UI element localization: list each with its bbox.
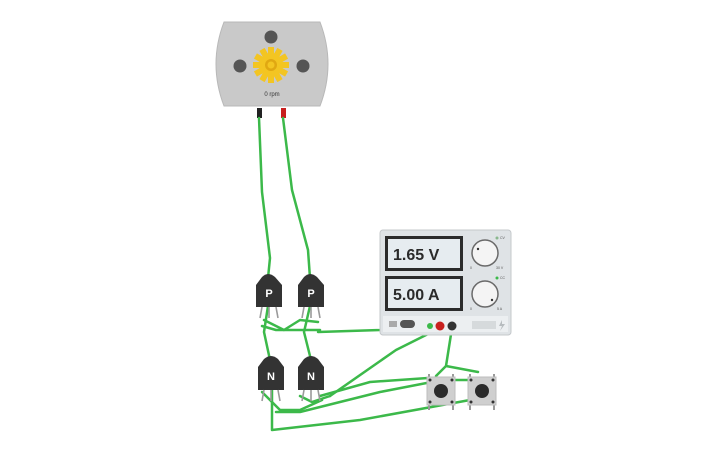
- wire-ptop-right-ntop[interactable]: [302, 304, 313, 362]
- pushbutton-cap[interactable]: [475, 384, 489, 398]
- transistor-type-label: P: [265, 288, 272, 300]
- current-knob-max-label: 5 A: [497, 307, 503, 311]
- motor-speed-label: 0 rpm: [264, 92, 279, 98]
- wire-supply-to-btn[interactable]: [328, 326, 442, 398]
- terminal-ground[interactable]: [427, 323, 433, 329]
- pushbutton-cap[interactable]: [434, 384, 448, 398]
- motor-terminal-black[interactable]: [257, 108, 262, 118]
- voltage-knob[interactable]: [471, 239, 499, 267]
- wire-btn-link[interactable]: [444, 364, 480, 374]
- brand-plate: [472, 321, 496, 329]
- motor-terminal-red[interactable]: [281, 108, 286, 118]
- cv-led: [495, 236, 499, 240]
- dc-motor[interactable]: 0 rpm: [215, 21, 329, 118]
- terminal-negative[interactable]: [447, 321, 457, 331]
- terminal-positive[interactable]: [435, 321, 445, 331]
- transistor-n-right[interactable]: N: [298, 356, 324, 402]
- voltage-knob-max-label: 30 V: [496, 266, 504, 270]
- power-supply[interactable]: 1.65 V 5.00 A 0 30 V CV 0 5 A CC: [379, 229, 512, 336]
- pushbutton-left[interactable]: [426, 374, 456, 410]
- wire-motor-black[interactable]: [257, 116, 272, 280]
- current-knob-min-label: 0: [470, 307, 472, 311]
- current-mode-label: CC: [500, 276, 506, 280]
- wire-p-cross[interactable]: [262, 318, 320, 332]
- wire-p-bridge[interactable]: [260, 324, 322, 332]
- voltage-mode-label: CV: [500, 236, 506, 240]
- wire-n-right-bottom[interactable]: [298, 394, 332, 404]
- transistor-p-left[interactable]: P: [256, 274, 282, 319]
- bolt-icon: [499, 320, 505, 331]
- cc-led: [495, 276, 499, 280]
- power-switch-label-box: [389, 321, 397, 327]
- transistor-n-left[interactable]: N: [258, 356, 284, 402]
- voltage-knob-indicator: [476, 247, 480, 251]
- transistor-type-label: N: [307, 371, 315, 383]
- current-display: [388, 279, 460, 308]
- current-knob-indicator: [490, 298, 494, 302]
- motor-screw-top: [264, 30, 278, 44]
- wire-ptop-left-ntop[interactable]: [262, 304, 272, 362]
- current-knob[interactable]: [471, 280, 499, 308]
- transistor-type-label: N: [267, 371, 275, 383]
- voltage-knob-min-label: 0: [470, 266, 472, 270]
- current-readout: 5.00 A: [393, 287, 440, 304]
- motor-gear-icon: [253, 47, 289, 83]
- transistor-p-right[interactable]: P: [298, 274, 324, 319]
- voltage-display: [388, 239, 460, 268]
- pushbutton-right[interactable]: [467, 374, 497, 410]
- transistor-type-label: P: [307, 288, 314, 300]
- voltage-readout: 1.65 V: [393, 247, 440, 264]
- power-switch[interactable]: [400, 320, 415, 328]
- wire-motor-red[interactable]: [281, 116, 312, 280]
- motor-screw-left: [233, 59, 247, 73]
- motor-screw-right: [296, 59, 310, 73]
